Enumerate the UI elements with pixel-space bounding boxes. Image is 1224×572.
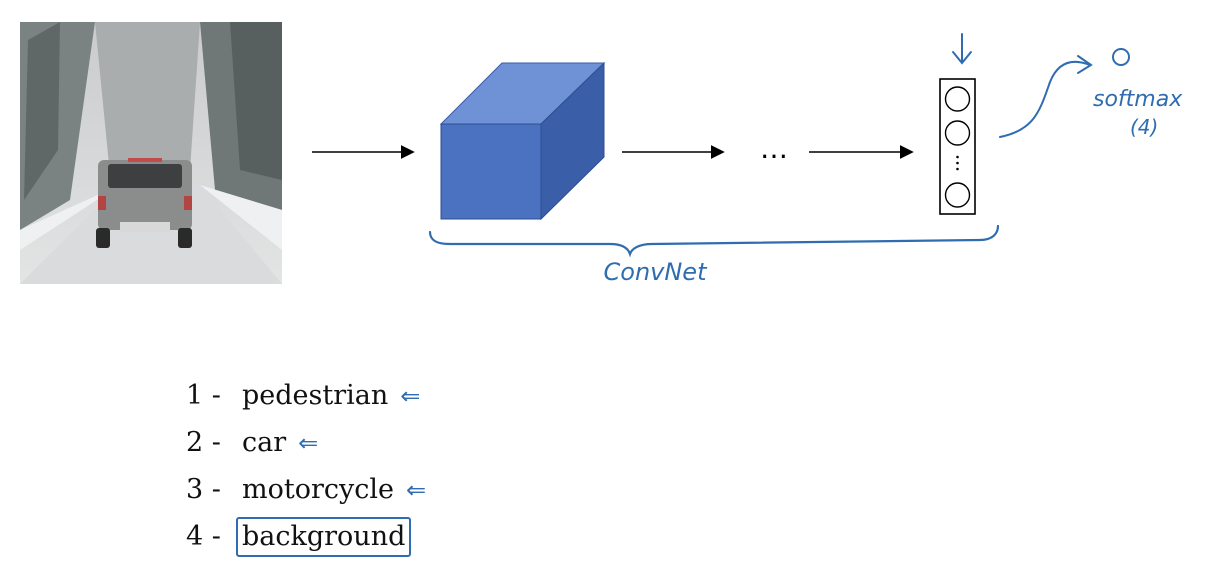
convnet-label: ConvNet [604,258,709,286]
class-number: 3 - [186,474,221,505]
class-number: 1 - [186,380,221,411]
softmax-output-node [1112,48,1130,66]
input-image [20,22,282,284]
output-dot-1 [956,155,959,159]
class-number: 4 - [186,521,221,552]
left-arrow-annotation: ⇐ [298,429,319,457]
conv-volume-cube [439,61,606,221]
class-list: 1 - pedestrian ⇐ 2 - car ⇐ 3 - motorcycle ⇐ 4 … [186,372,426,560]
softmax-arrow-annotation [999,48,1130,138]
class-row-1: 1 - pedestrian ⇐ [186,372,426,419]
output-unit-1 [944,86,971,112]
class-label-pedestrian: pedestrian [242,380,389,411]
class-row-4: 4 - background [186,513,426,560]
output-unit-n [944,182,971,208]
output-dot-3 [956,167,959,171]
class-label-motorcycle: motorcycle [242,474,394,505]
convnet-underbrace [428,224,1000,258]
class-number: 2 - [186,427,221,458]
down-arrow-annotation [952,33,972,65]
class-row-2: 2 - car ⇐ [186,419,426,466]
softmax-label: softmax [1093,87,1183,112]
class-row-3: 3 - motorcycle ⇐ [186,466,426,513]
output-unit-2 [944,120,971,146]
left-arrow-annotation: ⇐ [405,476,427,504]
class-label-car: car [242,427,287,458]
class-label-background: background [236,517,412,557]
layers-ellipsis: … [760,132,788,165]
car-in-image [96,158,192,248]
softmax-units: (4) [1130,115,1158,139]
left-arrow-annotation: ⇐ [400,382,421,410]
cube-front [440,123,542,220]
output-vector [939,78,976,215]
output-dot-2 [956,161,959,165]
